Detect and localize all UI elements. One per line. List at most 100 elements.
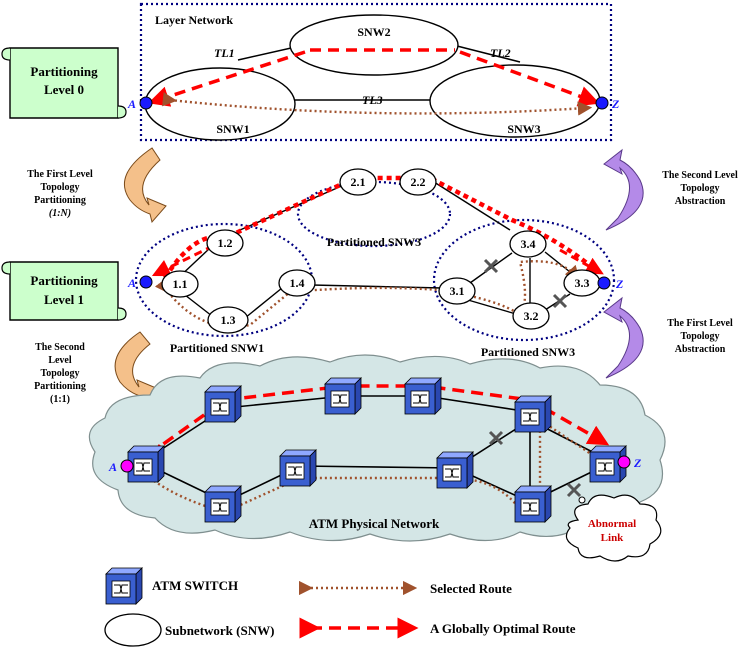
selected-route-level0 — [162, 92, 593, 116]
scroll0-line1: Partitioning — [30, 64, 98, 79]
ann4-line1: The First Level — [667, 318, 733, 329]
level1-endpoint-a-dot — [139, 275, 153, 289]
scroll1-line2: Level 1 — [44, 292, 84, 307]
svg-text:3.2: 3.2 — [524, 309, 539, 323]
abnormal-line2: Link — [601, 532, 625, 544]
annotation-first-abstraction: The First Level Topology Abstraction — [603, 296, 733, 379]
node-1-3: 1.3 — [207, 306, 249, 334]
level1-endpoint-a-label: A — [127, 276, 136, 290]
ann2-line1: The Second Level — [662, 170, 738, 181]
node-3-4: 3.4 — [509, 230, 547, 258]
ann1-line3: Partitioning — [34, 195, 86, 206]
node-2-1: 2.1 — [339, 168, 377, 196]
ann3-line1: The Second — [35, 342, 85, 353]
node-1-2: 1.2 — [206, 229, 244, 257]
svg-text:3.1: 3.1 — [450, 284, 465, 298]
endpoint-z-dot — [595, 96, 609, 110]
atm-switch-icon — [404, 377, 442, 415]
node-3-1: 3.1 — [438, 277, 476, 305]
svg-text:2.1: 2.1 — [351, 175, 366, 189]
layer-network-box: Layer Network — [139, 2, 613, 142]
snw1-label: SNW1 — [216, 122, 249, 136]
abnormal-line1: Abnormal — [588, 518, 636, 530]
atm-switch-icon — [204, 485, 242, 523]
scroll0-line2: Level 0 — [44, 82, 84, 97]
ann4-line2: Topology — [680, 331, 719, 342]
layer-network-title: Layer Network — [155, 13, 233, 27]
node-1-1: 1.1 — [161, 270, 199, 298]
group-label-snw3: Partitioned SNW3 — [481, 345, 575, 359]
ann2-line3: Abstraction — [675, 196, 726, 207]
snw3-label: SNW3 — [507, 122, 540, 136]
endpoint-a-label: A — [127, 97, 136, 111]
ann2-line2: Topology — [680, 183, 719, 194]
ann1-line4: (1:N) — [49, 208, 71, 219]
svg-text:3.4: 3.4 — [521, 237, 536, 251]
level1-endpoint-z-label: Z — [615, 277, 624, 291]
partitioned-snw2-boundary — [296, 180, 452, 248]
atm-switch-icon — [514, 485, 552, 523]
curved-arrow-down-1 — [123, 147, 167, 224]
level1-break-marks — [483, 258, 568, 309]
annotation-second-partitioning: The Second Level Topology Partitioning (… — [34, 331, 157, 406]
scroll1-line1: Partitioning — [30, 273, 98, 288]
group-label-snw2: Partitioned SNW3 — [327, 235, 421, 249]
ann1-line1: The First Level — [27, 169, 93, 180]
physical-break-marks — [488, 430, 582, 498]
scroll-partitioning-level0: Partitioning Level 0 — [1, 47, 127, 119]
partition-groups: Partitioned SNW1 Partitioned SNW3 Partit… — [134, 180, 616, 359]
ann3-line2: Level — [48, 355, 72, 366]
legend-subnetwork-icon — [104, 613, 162, 647]
svg-text:1.1: 1.1 — [173, 277, 188, 291]
ann3-line4: Partitioning — [34, 381, 86, 392]
atm-switch-icon — [127, 445, 165, 483]
link-label-tl1: TL1 — [214, 46, 235, 60]
svg-text:1.3: 1.3 — [221, 313, 236, 327]
ann3-line3: Topology — [40, 368, 79, 379]
abnormal-link-callout: Abnormal Link — [565, 494, 662, 562]
snw2-label: SNW2 — [357, 25, 390, 39]
svg-text:1.4: 1.4 — [290, 276, 305, 290]
ann4-line3: Abstraction — [675, 344, 726, 355]
svg-text:1.2: 1.2 — [218, 236, 233, 250]
partitioned-snw3-boundary — [432, 218, 616, 342]
legend-optimal-route-label: A Globally Optimal Route — [430, 621, 576, 636]
node-3-2: 3.2 — [512, 302, 550, 330]
ann1-line2: Topology — [40, 182, 79, 193]
optimal-route-left-arrow — [148, 50, 306, 107]
node-2-2: 2.2 — [399, 168, 437, 196]
physical-endpoint-a-label: A — [108, 460, 117, 474]
legend-subnetwork-label: Subnetwork (SNW) — [165, 623, 274, 638]
physical-endpoint-z-label: Z — [633, 456, 642, 470]
atm-switch-icon — [204, 385, 242, 423]
annotation-second-abstraction: The Second Level Topology Abstraction — [603, 148, 738, 231]
snw2-ellipse — [289, 14, 459, 76]
legend: ATM SWITCH Subnetwork (SNW) Selected Rou… — [104, 567, 576, 647]
legend-atm-switch-label: ATM SWITCH — [152, 578, 238, 593]
physical-endpoint-a-dot — [120, 459, 134, 473]
curved-arrow-up-1 — [603, 296, 644, 379]
link-label-tl3: TL3 — [362, 93, 383, 107]
atm-switch-icon — [436, 451, 474, 489]
physical-network-label: ATM Physical Network — [309, 516, 440, 531]
ann3-line5: (1:1) — [50, 394, 70, 405]
level1-endpoint-z-dot — [597, 276, 611, 290]
physical-endpoint-z-dot — [617, 455, 631, 469]
svg-text:2.2: 2.2 — [411, 175, 426, 189]
legend-atm-switch-icon — [105, 567, 143, 605]
atm-switch-icon — [324, 377, 362, 415]
annotation-first-partitioning: The First Level Topology Partitioning (1… — [27, 147, 167, 224]
level1-nodes: 1.1 1.2 1.3 1.4 2.1 2.2 3.1 3.2 3.3 3.4 — [161, 168, 601, 334]
node-1-4: 1.4 — [278, 269, 316, 297]
endpoint-z-label: Z — [611, 97, 620, 111]
atm-switch-icon — [279, 449, 317, 487]
group-label-snw1: Partitioned SNW1 — [170, 341, 264, 355]
curved-arrow-up-2 — [603, 148, 644, 231]
atm-switch-icon — [514, 395, 552, 433]
endpoint-a-dot — [139, 96, 153, 110]
level0-routes — [148, 48, 600, 116]
legend-selected-route-label: Selected Route — [430, 581, 512, 596]
optimal-route-right-arrow — [459, 50, 600, 107]
